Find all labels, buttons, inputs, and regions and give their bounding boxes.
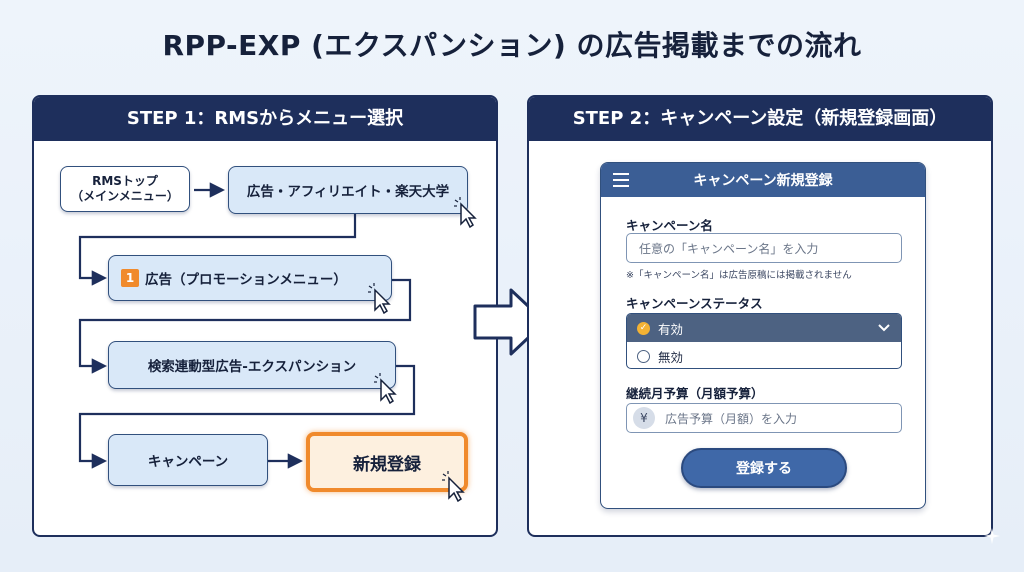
campaign-name-note: ※「キャンペーン名」は広告原稿には掲載されません: [626, 270, 852, 281]
node-search-ad[interactable]: 検索連動型広告-エクスパンション: [108, 341, 396, 389]
campaign-status-label: キャンペーンステータス: [626, 296, 763, 311]
budget-label: 継続月予算（月額予算）: [626, 386, 764, 401]
status-option-active-label: 有効: [658, 321, 684, 337]
node-new-register-label: 新規登録: [353, 454, 421, 475]
step1-header: STEP 1：RMSからメニュー選択: [34, 97, 496, 141]
checked-radio-icon: ✓: [637, 321, 650, 335]
node-ads-affiliate[interactable]: 広告・アフィリエイト・楽天大学: [228, 166, 468, 214]
radio-icon: [637, 349, 650, 363]
yen-icon: ¥: [633, 407, 655, 429]
arrow-search-to-campaign: [78, 364, 416, 469]
node-campaign[interactable]: キャンペーン: [108, 434, 268, 486]
campaign-name-placeholder: 任意の「キャンペーン名」を入力: [639, 241, 819, 256]
status-option-inactive[interactable]: 無効: [627, 342, 901, 368]
step-number-badge: 1: [121, 269, 139, 287]
hamburger-menu-icon[interactable]: [613, 173, 629, 187]
cursor-icon: [442, 471, 465, 502]
chevron-down-icon: [878, 324, 890, 332]
campaign-name-label: キャンペーン名: [626, 218, 713, 233]
register-button[interactable]: 登録する: [681, 448, 847, 488]
arrow-promo-to-search: [78, 278, 412, 374]
node-rms-top[interactable]: RMSトップ （メインメニュー）: [60, 166, 190, 212]
cursor-icon: [368, 283, 391, 314]
page-title: RPP-EXP (エクスパンション) の広告掲載までの流れ: [162, 29, 862, 62]
campaign-name-input[interactable]: 任意の「キャンペーン名」を入力: [626, 233, 902, 263]
form-title: キャンペーン新規登録: [693, 173, 833, 189]
sparkle-icon: [984, 528, 1000, 544]
status-option-inactive-label: 無効: [658, 349, 684, 365]
arrow-ads-to-promo: [78, 213, 357, 286]
cursor-icon: [454, 197, 477, 228]
node-ads-affiliate-label: 広告・アフィリエイト・楽天大学: [246, 184, 450, 200]
node-promo-menu-label: 広告（プロモーションメニュー）: [145, 272, 347, 288]
node-search-ad-label: 検索連動型広告-エクスパンション: [147, 359, 357, 375]
node-rms-top-line1: RMSトップ: [92, 174, 158, 188]
node-new-register[interactable]: 新規登録: [306, 432, 468, 492]
step2-header: STEP 2：キャンペーン設定（新規登録画面）: [529, 97, 991, 141]
node-rms-top-line2: （メインメニュー）: [71, 189, 179, 203]
cursor-icon: [374, 373, 397, 404]
campaign-form-card: キャンペーン新規登録 キャンペーン名 任意の「キャンペーン名」を入力 ※「キャン…: [600, 162, 926, 509]
form-header: キャンペーン新規登録: [601, 163, 925, 197]
budget-input[interactable]: ¥ 広告予算（月額）を入力: [626, 403, 902, 433]
node-campaign-label: キャンペーン: [147, 454, 229, 470]
status-option-active[interactable]: ✓ 有効: [627, 314, 901, 342]
campaign-status-select[interactable]: ✓ 有効 無効: [626, 313, 902, 369]
budget-placeholder: 広告予算（月額）を入力: [665, 411, 798, 426]
node-promo-menu[interactable]: 1 広告（プロモーションメニュー）: [108, 255, 392, 301]
